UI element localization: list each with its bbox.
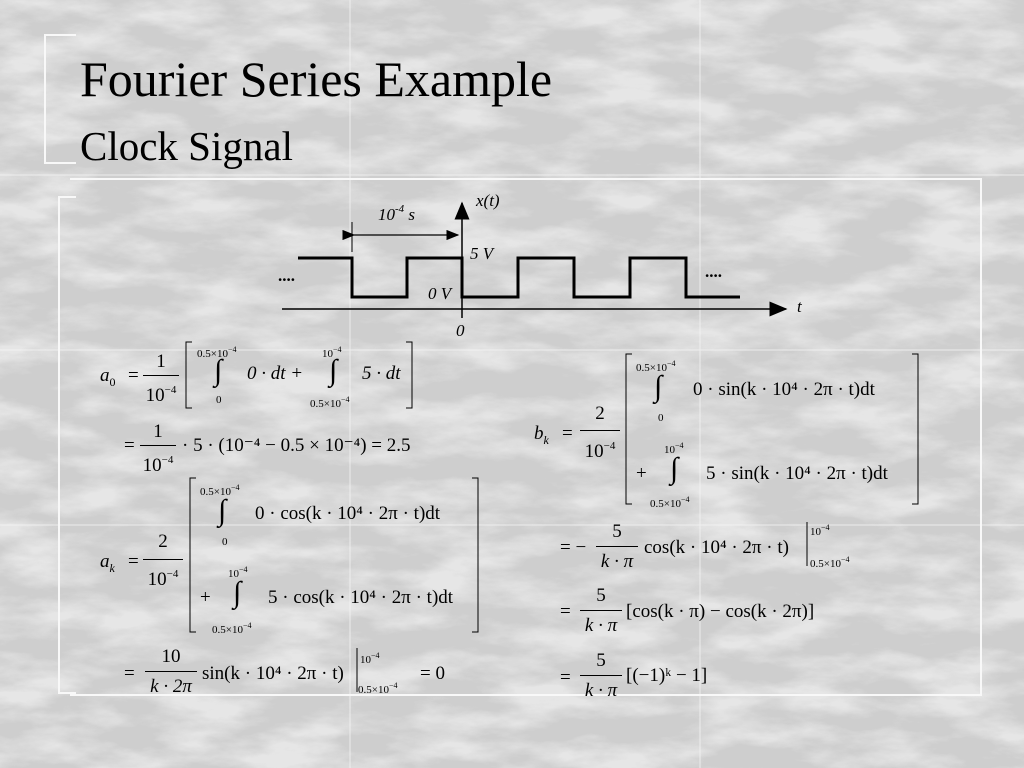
right-ellipsis: .... bbox=[705, 262, 722, 281]
y-axis-label: x(t) bbox=[476, 191, 500, 210]
left-ellipsis: .... bbox=[278, 266, 295, 285]
origin-label: 0 bbox=[456, 321, 465, 340]
slide-subtitle: Clock Signal bbox=[80, 123, 293, 169]
period-label: 10-4 s bbox=[378, 203, 416, 224]
slide-title: Fourier Series Example bbox=[80, 51, 553, 107]
content-frame bbox=[70, 178, 982, 696]
x-axis-label: t bbox=[797, 297, 802, 316]
content-side-frame bbox=[58, 196, 76, 694]
square-wave bbox=[298, 256, 740, 299]
title-frame bbox=[44, 34, 76, 164]
low-level-label: 0 V bbox=[428, 284, 452, 303]
high-level-label: 5 V bbox=[470, 244, 494, 263]
